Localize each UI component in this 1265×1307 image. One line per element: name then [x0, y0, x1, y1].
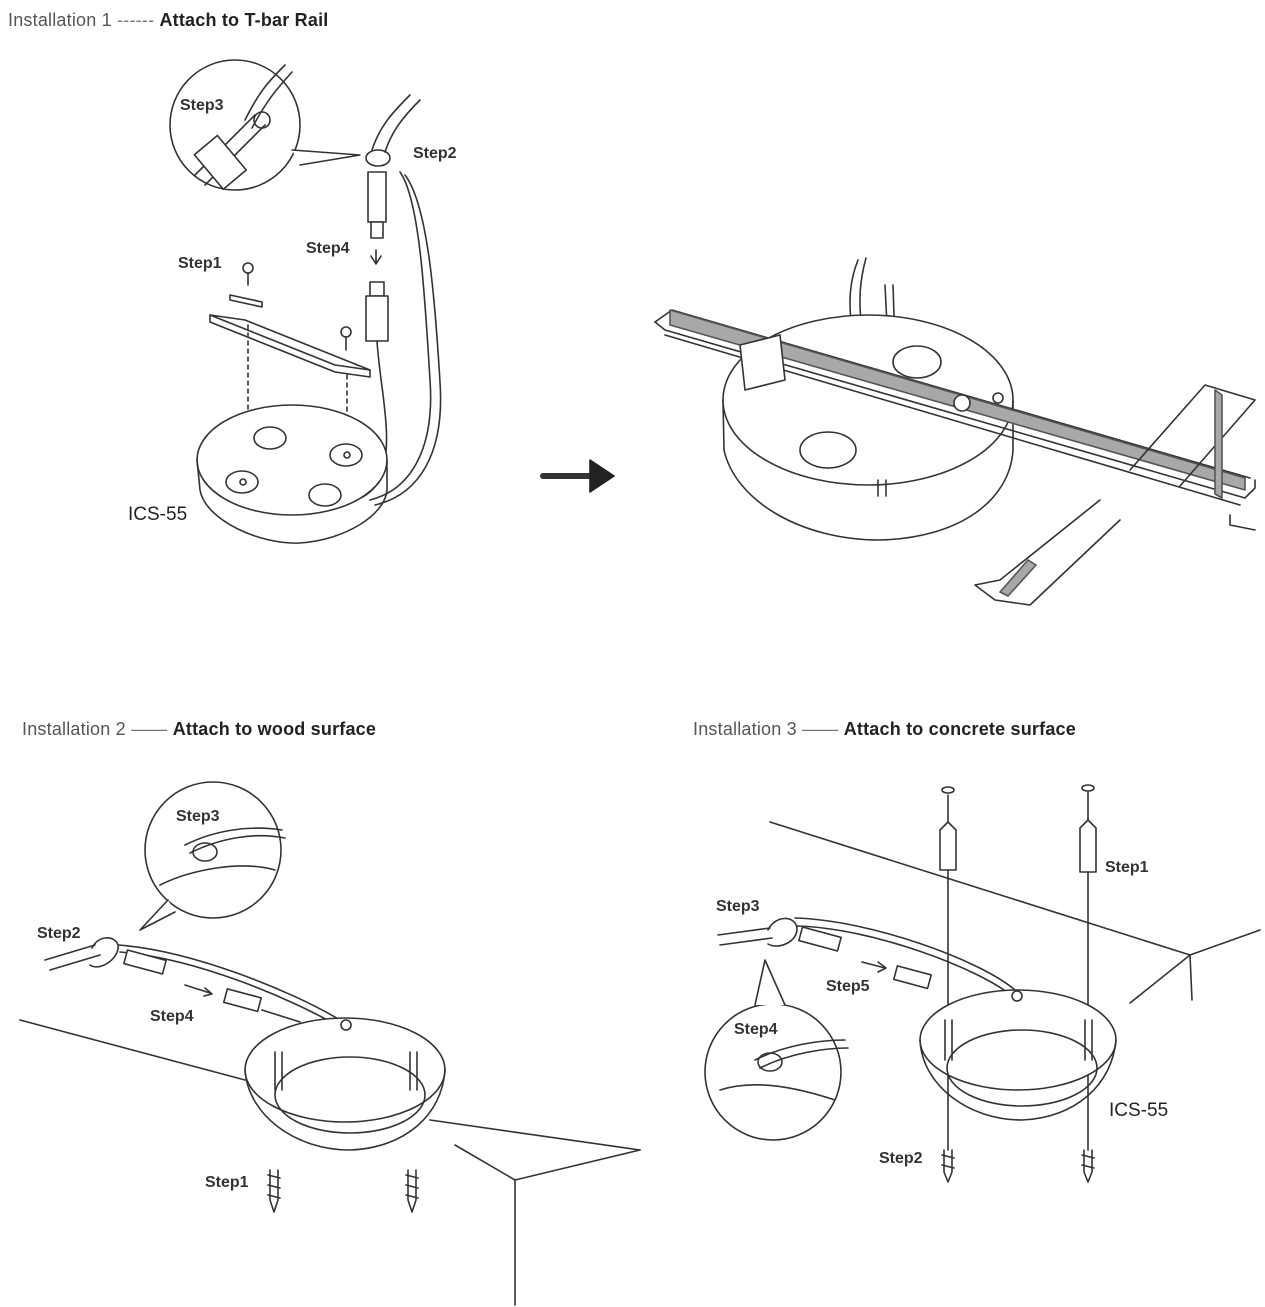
- install2-screw-left: [267, 1169, 281, 1213]
- install3-step1-label: Step1: [1105, 859, 1149, 876]
- install3-step2-label: Step2: [879, 1150, 923, 1167]
- install1-heading-dash: ------: [117, 10, 155, 30]
- install3-screw-left: [941, 1149, 955, 1183]
- install1-exploded-view: [169, 59, 442, 544]
- install2-connector-a: [123, 949, 167, 975]
- install2-heading-dash: ——: [131, 719, 168, 739]
- install1-step3-label: Step3: [180, 97, 224, 114]
- install1-base-device: [196, 404, 388, 544]
- install3-model-label: ICS-55: [1109, 1100, 1169, 1121]
- install1-step4-label: Step4: [306, 240, 350, 257]
- install3-device: [919, 989, 1117, 1121]
- install1-heading-prefix: Installation 1: [8, 10, 112, 30]
- install2-step2-label: Step2: [37, 925, 81, 942]
- install1-step2-label: Step2: [413, 145, 457, 162]
- install3-heading-title: Attach to concrete surface: [843, 719, 1076, 739]
- install3-anchor-left: [939, 786, 957, 1151]
- install1-assembled-view: [654, 257, 1256, 606]
- install3-connector-a: [798, 926, 842, 952]
- install2-heading: Installation 2 —— Attach to wood surface: [22, 719, 376, 740]
- install1-model-label: ICS-55: [128, 504, 188, 525]
- install1-zoom-circle: [169, 59, 301, 191]
- install1-cable-clip: [365, 149, 391, 167]
- install3-drawing: [704, 784, 1261, 1183]
- install2-screw-right: [405, 1169, 419, 1213]
- install1-screw-b: [340, 326, 352, 351]
- install3-heading: Installation 3 —— Attach to concrete sur…: [693, 719, 1076, 740]
- install1-result-arrow: [540, 459, 615, 493]
- install2-step1-label: Step1: [205, 1174, 249, 1191]
- install1-connector-lower: [369, 281, 385, 297]
- install3-step5-label: Step5: [826, 978, 870, 995]
- install2-device: [244, 1017, 446, 1151]
- install1-screw-a: [242, 262, 254, 286]
- install3-connector-b: [892, 965, 932, 990]
- install2-step3-label: Step3: [176, 808, 220, 825]
- install1-heading: Installation 1 ------ Attach to T-bar Ra…: [8, 10, 328, 31]
- install2-zoom-circle: [144, 781, 282, 919]
- install1-heading-title: Attach to T-bar Rail: [159, 10, 329, 30]
- install1-connector-upper: [367, 171, 387, 223]
- install2-step4-label: Step4: [150, 1008, 194, 1025]
- install3-step4-label: Step4: [734, 1021, 778, 1038]
- install3-step3-label: Step3: [716, 898, 760, 915]
- install3-heading-dash: ——: [802, 719, 839, 739]
- install1-step1-label: Step1: [178, 255, 222, 272]
- install3-screw-right: [1081, 1149, 1095, 1183]
- install3-anchor-right: [1079, 784, 1097, 1151]
- install2-heading-title: Attach to wood surface: [172, 719, 377, 739]
- install3-heading-prefix: Installation 3: [693, 719, 797, 739]
- install2-drawing: [19, 781, 641, 1306]
- install2-connector-b: [222, 988, 262, 1013]
- install2-heading-prefix: Installation 2: [22, 719, 126, 739]
